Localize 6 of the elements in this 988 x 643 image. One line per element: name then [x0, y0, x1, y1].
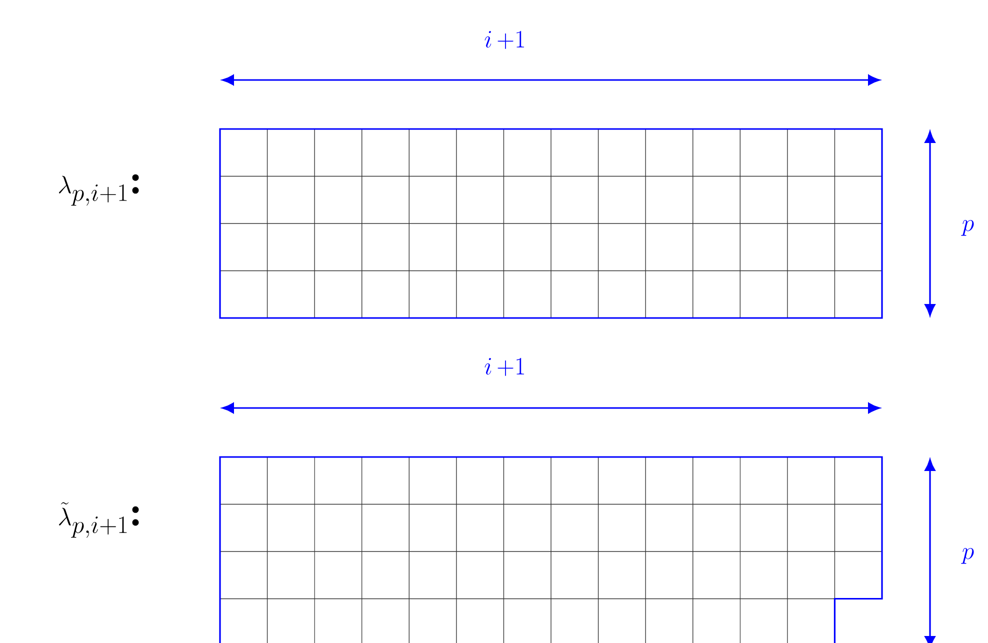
- dimension-label: $p$: [961, 548, 974, 564]
- dimension-label: $i\,{+}1$: [484, 358, 524, 376]
- diagram-label: $\tilde{\lambda}_{p,i+1}\textbf{:}$: [59, 502, 139, 538]
- diagram-label: $\lambda_{p,i+1}\textbf{:}$: [59, 174, 139, 206]
- dimension-label: $i\,{+}1$: [484, 30, 524, 49]
- dimension-label: $p$: [961, 220, 974, 236]
